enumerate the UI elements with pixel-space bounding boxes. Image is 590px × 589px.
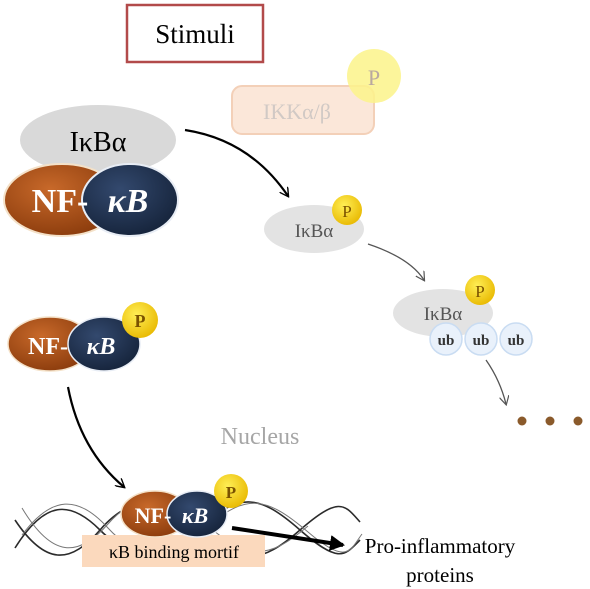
ikba-ellipse [20, 105, 176, 175]
kb-label: κB [108, 183, 149, 220]
free-nf-label: NF- [28, 334, 68, 360]
ikk-phospho-circle: P [347, 49, 401, 103]
ub-label-3: ub [508, 333, 525, 349]
stimuli-box: Stimuli [125, 3, 265, 64]
ikk-phospho-label: P [368, 65, 380, 90]
phospho-ikba-label: IκBα [295, 221, 334, 242]
ub-label-2: ub [473, 333, 490, 349]
arrow-ub-to-degradation [485, 359, 506, 404]
kb-motif-box: κB binding mortif [82, 535, 265, 567]
nucleus-label: Nucleus [221, 424, 300, 450]
kb-motif-label: κB binding mortif [109, 542, 239, 562]
phospho-ikba-p-label: P [342, 202, 351, 221]
free-nfkb: NF- κB P [7, 302, 158, 372]
output-line2: proteins [406, 563, 474, 587]
arrow-pikba-to-ub [367, 243, 424, 280]
ub-bead-1 [429, 322, 463, 356]
bound-kb-label: κB [182, 503, 208, 528]
arrow-complex-to-pikba [184, 128, 288, 196]
degradation-ellipsis [517, 416, 583, 426]
ub-bead-3 [499, 322, 533, 356]
phospho-ikba: IκBα P [264, 195, 364, 253]
ikk-label: IKKα/β [263, 99, 331, 124]
ub-ikba: IκBα P ub ub ub [393, 275, 533, 356]
output-line1: Pro-inflammatory [365, 534, 516, 558]
kb-subunit [81, 163, 179, 237]
bound-nfkb-p-label: P [226, 483, 236, 502]
ikk-complex: IKKα/β [231, 85, 375, 135]
free-kb-label: κB [87, 334, 116, 360]
ub-ikba-p-label: P [475, 282, 484, 301]
stimuli-label: Stimuli [155, 19, 235, 49]
dna-bound-nfkb: NF- κB P [120, 474, 248, 538]
nf-label: NF- [32, 183, 89, 220]
arrow-nfkb-to-nucleus [66, 386, 124, 487]
ub-bead-2 [464, 322, 498, 356]
ub-ikba-label: IκBα [424, 304, 463, 325]
free-nfkb-p-label: P [135, 311, 146, 331]
ikba-label: IκBα [70, 127, 127, 158]
ikba-nfkb-complex: IκBα NF- κB [3, 105, 179, 237]
ub-label-1: ub [438, 333, 455, 349]
arrow-motif-to-proteins [231, 526, 345, 551]
bound-nf-label: NF- [135, 503, 172, 528]
